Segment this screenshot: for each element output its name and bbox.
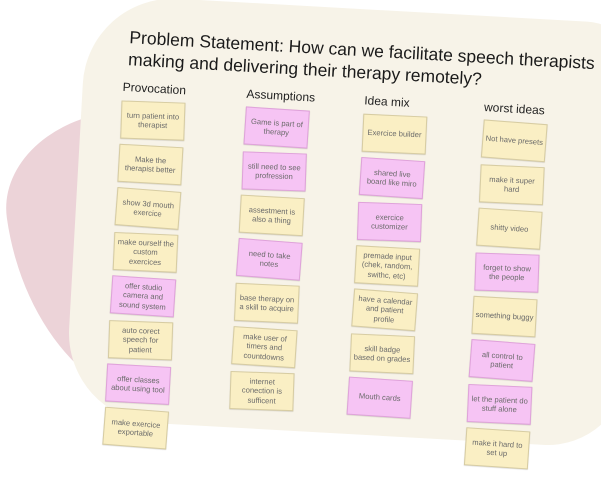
sticky-note-pink[interactable]: offer studio camera and sound system: [109, 275, 177, 318]
sticky-note-pink[interactable]: shared live board like miro: [358, 156, 426, 200]
sticky-note-pink[interactable]: let the patient do stuff alone: [466, 383, 533, 425]
sticky-note-pink[interactable]: need to take notes: [235, 237, 303, 281]
sticky-note-yellow[interactable]: Make the therapist better: [117, 143, 184, 186]
sticky-note-yellow[interactable]: internet conection is sufficent: [229, 370, 295, 412]
sticky-note-pink[interactable]: Game is part of therapy: [243, 106, 310, 149]
sticky-note-yellow[interactable]: Not have presets: [480, 119, 548, 163]
sticky-note-yellow[interactable]: shitty video: [476, 207, 543, 250]
column-heading: worst ideas: [483, 100, 546, 118]
sticky-note-pink[interactable]: offer classes about using tool: [105, 363, 172, 405]
column-heading: Provocation: [122, 79, 187, 98]
sticky-note-pink[interactable]: exercice customizer: [356, 201, 423, 243]
whiteboard: Problem Statement: How can we facilitate…: [64, 0, 601, 470]
sticky-note-pink[interactable]: forget to show the people: [474, 252, 540, 293]
sticky-note-yellow[interactable]: auto corect speech for patient: [107, 320, 174, 361]
sticky-note-yellow[interactable]: make exercice exportable: [102, 406, 170, 450]
sticky-note-pink[interactable]: still need to see profression: [241, 151, 307, 192]
sticky-note-pink[interactable]: Mouth cards: [346, 376, 413, 419]
sticky-note-yellow[interactable]: skill badge based on grades: [349, 333, 416, 375]
column-heading: Idea mix: [363, 93, 410, 110]
sticky-note-yellow[interactable]: base therapy on a skill to acquire: [234, 282, 300, 324]
sticky-note-yellow[interactable]: something buggy: [471, 295, 538, 338]
sticky-note-yellow[interactable]: make it super hard: [479, 164, 545, 206]
sticky-note-yellow[interactable]: premade input (chek, random, swithc, etc…: [354, 245, 421, 287]
sticky-note-yellow[interactable]: assestment is also a thing: [238, 194, 305, 237]
sticky-note-yellow[interactable]: make user of timers and countdowns: [231, 326, 298, 369]
sticky-note-yellow[interactable]: show 3d mouth exercice: [114, 187, 182, 230]
sticky-note-yellow[interactable]: Exercice builder: [361, 113, 428, 155]
sticky-note-pink[interactable]: all control to patient: [468, 339, 536, 382]
sticky-note-yellow[interactable]: have a calendar and patient profile: [351, 288, 419, 332]
column-heading: Assumptions: [246, 86, 316, 105]
sticky-note-yellow[interactable]: turn patient into therapist: [120, 100, 186, 141]
sticky-note-yellow[interactable]: make it hard to set up: [463, 427, 531, 470]
sticky-note-yellow[interactable]: make ourself the custom exercices: [112, 231, 179, 273]
